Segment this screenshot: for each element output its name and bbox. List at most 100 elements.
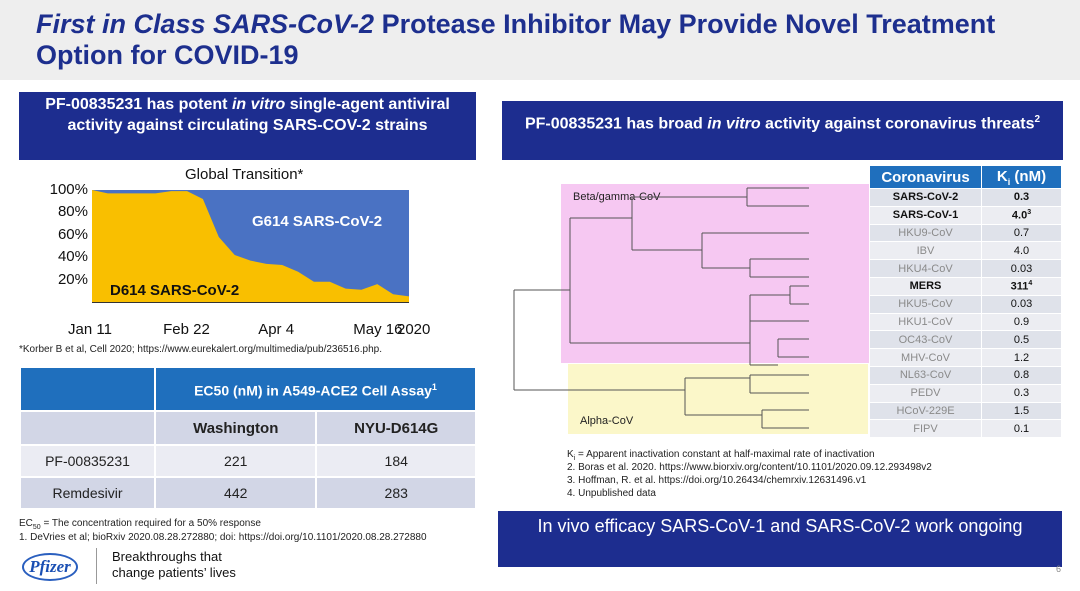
ki-header-unit: (nM) (1010, 167, 1047, 185)
ki-virus-name: IBV (869, 241, 982, 261)
y-tick-label: 80% (57, 203, 88, 221)
ec50-definition: EC50 = The concentration required for a … (19, 518, 261, 531)
table-row: HCoV-229E 1.5 (869, 401, 1062, 421)
ki-value-text: 0.5 (1013, 333, 1030, 346)
ki-value-sup: 3 (1027, 208, 1032, 216)
alpha-label: Alpha-CoV (580, 415, 634, 427)
ec50-cell: 442 (153, 476, 318, 510)
ki-value: 3114 (981, 276, 1062, 296)
right-banner-text-2: activity against coronavirus threats (760, 115, 1035, 133)
x-tick-label: Jan 11 (68, 321, 112, 338)
ki-value: 4.0 (981, 241, 1062, 261)
ki-definition: Ki = Apparent inactivation constant at h… (567, 449, 875, 462)
ki-header-sub: i (1007, 176, 1011, 187)
ki-value: 0.8 (981, 365, 1062, 385)
series-label-d614: D614 SARS-CoV-2 (110, 282, 240, 299)
ki-virus-name: NL63-CoV (869, 365, 982, 385)
ki-virus-name: HCoV-229E (869, 401, 982, 421)
ki-value: 1.2 (981, 348, 1062, 367)
ki-def-text: = Apparent inactivation constant at half… (575, 449, 875, 460)
ki-header-k: K (996, 167, 1008, 185)
right-banner-italic: in vitro (707, 115, 761, 133)
table-row: HKU5-CoV 0.03 (869, 294, 1062, 314)
chart-title: Global Transition* (185, 166, 304, 183)
ki-value-text: 4.0 (1011, 209, 1028, 222)
ec50-reference: 1. DeVries et al; bioRxiv 2020.08.28.272… (19, 532, 427, 543)
tagline-line-2: change patients’ lives (112, 565, 236, 580)
ki-virus-name: PEDV (869, 383, 982, 403)
beta-gamma-panel (561, 184, 869, 363)
ec50-def-prefix: EC (19, 518, 33, 529)
ki-header-value: Ki (nM) (981, 165, 1062, 189)
ki-def-k: K (567, 449, 574, 460)
page-title: First in Class SARS-CoV-2 Protease Inhib… (36, 9, 1076, 71)
ec50-cell: 283 (315, 476, 477, 510)
ki-virus-name: SARS-CoV-2 (869, 188, 982, 207)
ki-header-coronavirus: Coronavirus (869, 165, 982, 189)
ki-value-text: 0.03 (1010, 298, 1033, 311)
ec50-empty-cell (19, 410, 156, 446)
ec50-header-text: EC50 (nM) in A549-ACE2 Cell Assay (194, 382, 432, 399)
ki-value: 0.5 (981, 330, 1062, 350)
ki-virus-name: MERS (869, 276, 982, 296)
ec50-def-text: = The concentration required for a 50% r… (40, 518, 261, 529)
table-row: Remdesivir 442 283 (19, 476, 477, 510)
y-tick-label: 40% (57, 248, 88, 266)
table-row: PF-00835231 221 184 (19, 444, 477, 478)
ki-value: 0.3 (981, 383, 1062, 403)
ki-value-text: 1.2 (1013, 351, 1030, 364)
phylogenetic-tree (513, 187, 809, 429)
ec50-table: EC50 (nM) in A549-ACE2 Cell Assay1 Washi… (19, 366, 477, 510)
ki-value-text: 4.0 (1013, 244, 1030, 257)
ki-virus-name: HKU5-CoV (869, 294, 982, 314)
tagline-line-1: Breakthroughs that (112, 549, 222, 564)
ki-value-text: 0.7 (1013, 226, 1030, 239)
ec50-header-sup: 1 (431, 381, 437, 392)
right-banner-text-1: PF-00835231 has broad (524, 115, 708, 133)
ec50-def-sub: 50 (32, 524, 41, 531)
ec50-corner-cell (19, 366, 156, 412)
ec50-column-washington: Washington (153, 410, 318, 446)
right-section-banner: PF-00835231 has broad in vitro activity … (502, 101, 1063, 160)
ki-value-text: 0.9 (1013, 315, 1030, 328)
pfizer-logo: Pfizer (22, 553, 78, 581)
ki-value-text: 0.3 (1013, 191, 1030, 204)
alpha-panel (568, 364, 868, 434)
ec50-column-nyu: NYU-D614G (315, 410, 477, 446)
ki-value-text: 0.1 (1013, 422, 1030, 435)
ki-value: 4.03 (981, 205, 1062, 225)
ki-value: 0.03 (981, 259, 1062, 278)
ec50-row-name: PF-00835231 (19, 444, 156, 478)
ki-virus-name: MHV-CoV (869, 348, 982, 367)
ki-reference-3: 3. Hoffman, R. et al. https://doi.org/10… (567, 475, 867, 486)
ki-virus-name: SARS-CoV-1 (869, 205, 982, 225)
beta-gamma-label: Beta/gamma-CoV (573, 191, 661, 203)
ki-virus-name: HKU4-CoV (869, 259, 982, 278)
right-banner-superscript: 2 (1034, 114, 1041, 125)
chart-reference: *Korber B et al, Cell 2020; https://www.… (19, 344, 382, 355)
x-tick-label: Feb 22 (163, 321, 210, 338)
series-label-g614: G614 SARS-CoV-2 (252, 213, 383, 230)
ki-value-text: 1.5 (1013, 404, 1030, 417)
ki-header-row: Coronavirus Ki (nM) (869, 165, 1062, 189)
ki-def-sub: i (573, 455, 576, 462)
left-banner-text-1: PF-00835231 has potent (45, 96, 232, 113)
title-bar (0, 0, 1080, 80)
left-banner-text-2: single-agent antiviral activity against … (67, 96, 450, 134)
ki-value-text: 311 (1010, 280, 1029, 293)
x-tick-label: Apr 4 (258, 321, 295, 338)
logo-divider (96, 548, 97, 584)
table-row: HKU9-CoV 0.7 (869, 223, 1062, 243)
ec50-cell: 184 (315, 444, 477, 478)
ki-virus-name: HKU9-CoV (869, 223, 982, 243)
ki-value: 0.1 (981, 419, 1062, 439)
table-row: IBV 4.0 (869, 241, 1062, 261)
ki-value: 0.7 (981, 223, 1062, 243)
